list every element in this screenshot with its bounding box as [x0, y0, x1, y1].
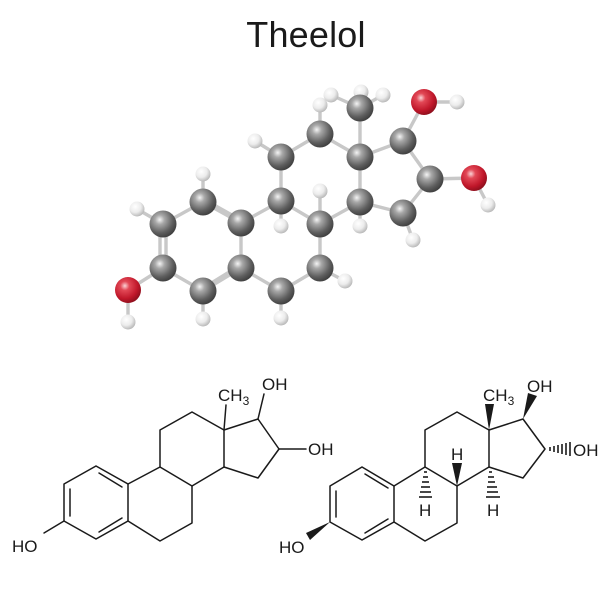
ball-and-stick-model	[115, 84, 496, 330]
wedge-bond-3-oh	[306, 522, 330, 540]
ho-label: HO	[12, 537, 38, 556]
hash-bond-16-oh	[549, 442, 571, 456]
wedge-bond-8-h	[452, 463, 462, 486]
carbon-atoms	[149, 94, 444, 305]
hash-bond-9-h	[419, 471, 432, 498]
wedge-bond-13-ch3	[485, 404, 494, 430]
oh-top-label: OH	[262, 375, 288, 394]
ch3-label: CH3	[218, 386, 250, 408]
h-c8-label: H	[451, 445, 463, 464]
oh-top-label: OH	[527, 377, 553, 396]
skeletal-formula-stereo: HO CH3 OH OH H H H	[279, 377, 599, 557]
oh-right-label: OH	[573, 441, 599, 460]
ho-label: HO	[279, 538, 305, 557]
diagram-title: Theelol	[246, 14, 366, 55]
skeleton-bonds	[126, 100, 476, 293]
ch3-label: CH3	[483, 386, 515, 408]
oh-right-label: OH	[308, 440, 334, 459]
skeletal-formula-plain: HO CH3 OH OH	[12, 375, 334, 556]
hydrogen-atoms	[120, 84, 496, 330]
hash-bond-14-h	[486, 471, 500, 498]
oxygen-atoms	[115, 89, 487, 303]
wedge-bond-17-oh	[523, 393, 537, 419]
front-hydrogen-atoms	[273, 218, 368, 234]
h-c9-label: H	[419, 501, 431, 520]
h-c14-label: H	[487, 501, 499, 520]
